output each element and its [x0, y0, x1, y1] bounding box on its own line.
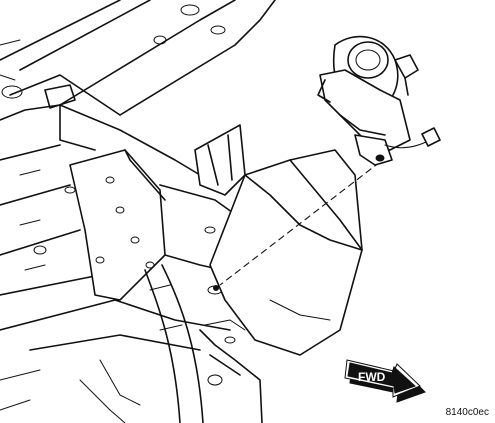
inner-bracket — [194, 124, 246, 196]
frame-rail — [0, 0, 276, 351]
figure-id: 8140c0ec — [445, 407, 489, 418]
bolt-hole — [213, 285, 219, 291]
fwd-label: FWD — [358, 370, 386, 384]
fwd-direction-arrow: FWD — [344, 359, 426, 403]
fascia-housing — [209, 149, 363, 356]
support-tube — [144, 264, 204, 423]
lower-frame — [0, 319, 263, 423]
alignment-leader — [219, 161, 381, 286]
horn-assembly — [317, 35, 441, 166]
